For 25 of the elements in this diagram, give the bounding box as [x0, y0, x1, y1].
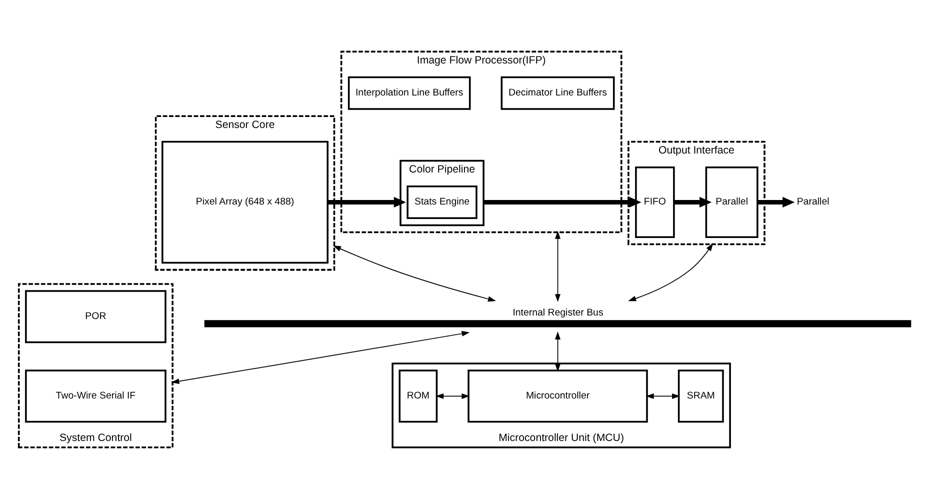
node-box: Interpolation Line Buffers: [348, 76, 471, 110]
arrow: [328, 196, 406, 208]
arrow: [674, 196, 712, 208]
node-box: [204, 320, 912, 328]
arrow: [484, 196, 642, 208]
node-box: Stats Engine: [406, 185, 478, 220]
arrow: [436, 393, 470, 399]
node-box: FIFO: [635, 166, 675, 238]
node-text: Parallel: [796, 196, 830, 208]
node-box: SRAM: [678, 370, 724, 423]
arrow: [646, 393, 680, 399]
arrow: [758, 196, 795, 208]
node-box: POR: [25, 290, 166, 344]
arrow: [333, 246, 496, 302]
node-box: Pixel Array (648 x 488): [162, 140, 328, 264]
arrow: [628, 243, 714, 302]
node-box: Two-Wire Serial IF: [25, 370, 166, 423]
arrow: [554, 332, 561, 372]
arrow: [554, 230, 561, 302]
arrow: [171, 330, 470, 384]
node-box: Microcontroller: [468, 370, 648, 423]
node-box: ROM: [398, 370, 438, 423]
node-label: Internal Register Bus: [512, 308, 604, 319]
node-box: Parallel: [705, 166, 758, 238]
node-box: Decimator Line Buffers: [500, 76, 615, 110]
